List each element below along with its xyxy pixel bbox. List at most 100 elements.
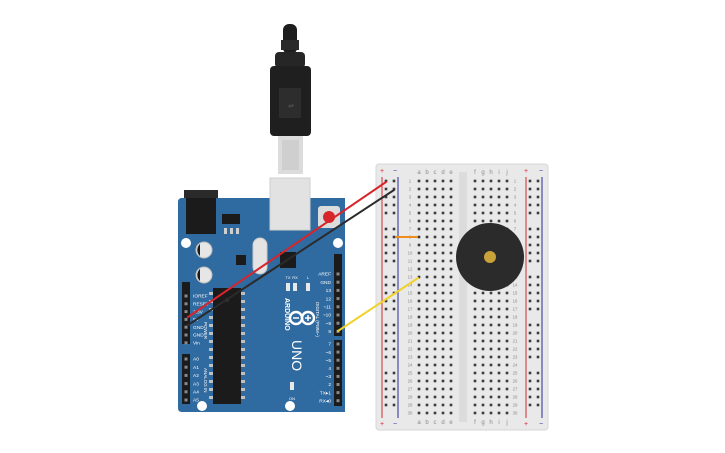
breadboard-hole[interactable] <box>433 371 437 375</box>
breadboard-hole[interactable] <box>425 355 429 359</box>
rail-hole[interactable] <box>384 379 388 383</box>
breadboard-hole[interactable] <box>497 299 501 303</box>
rail-hole[interactable] <box>528 371 532 375</box>
breadboard-hole[interactable] <box>449 299 453 303</box>
breadboard-hole[interactable] <box>473 371 477 375</box>
arduino-uno-board[interactable]: TX RX L ON ARDUINO UNO IOREFRESET3.3V5VG… <box>178 177 345 412</box>
breadboard-hole[interactable] <box>489 411 493 415</box>
breadboard-hole[interactable] <box>505 387 509 391</box>
rail-hole[interactable] <box>536 187 540 191</box>
breadboard-hole[interactable] <box>425 339 429 343</box>
rail-hole[interactable] <box>528 195 532 199</box>
breadboard-hole[interactable] <box>417 219 421 223</box>
rail-hole[interactable] <box>528 387 532 391</box>
breadboard-hole[interactable] <box>473 331 477 335</box>
breadboard-hole[interactable] <box>417 339 421 343</box>
rail-hole[interactable] <box>384 195 388 199</box>
breadboard-hole[interactable] <box>497 339 501 343</box>
rail-hole[interactable] <box>536 331 540 335</box>
rail-hole[interactable] <box>392 387 396 391</box>
breadboard-hole[interactable] <box>505 371 509 375</box>
breadboard-hole[interactable] <box>433 299 437 303</box>
breadboard-hole[interactable] <box>473 339 477 343</box>
breadboard-hole[interactable] <box>473 323 477 327</box>
rail-hole[interactable] <box>536 251 540 255</box>
rail-hole[interactable] <box>384 211 388 215</box>
breadboard-hole[interactable] <box>449 403 453 407</box>
breadboard-hole[interactable] <box>425 227 429 231</box>
breadboard-hole[interactable] <box>417 275 421 279</box>
breadboard-hole[interactable] <box>489 347 493 351</box>
breadboard-hole[interactable] <box>433 331 437 335</box>
breadboard-hole[interactable] <box>489 179 493 183</box>
header-pin[interactable] <box>184 294 188 298</box>
breadboard-hole[interactable] <box>489 219 493 223</box>
breadboard-hole[interactable] <box>425 323 429 327</box>
header-pin[interactable] <box>184 373 188 377</box>
breadboard-hole[interactable] <box>417 195 421 199</box>
digital-header-bottom[interactable] <box>334 340 342 406</box>
breadboard-hole[interactable] <box>417 299 421 303</box>
rail-hole[interactable] <box>536 371 540 375</box>
breadboard-hole[interactable] <box>505 179 509 183</box>
breadboard-hole[interactable] <box>417 251 421 255</box>
breadboard-hole[interactable] <box>433 411 437 415</box>
breadboard-hole[interactable] <box>441 307 445 311</box>
breadboard-hole[interactable] <box>505 331 509 335</box>
rail-hole[interactable] <box>528 227 532 231</box>
breadboard-hole[interactable] <box>425 299 429 303</box>
breadboard-hole[interactable] <box>497 355 501 359</box>
breadboard-hole[interactable] <box>489 195 493 199</box>
breadboard-hole[interactable] <box>481 299 485 303</box>
black-wire[interactable] <box>187 189 395 326</box>
breadboard-hole[interactable] <box>489 307 493 311</box>
breadboard-hole[interactable] <box>473 347 477 351</box>
breadboard-hole[interactable] <box>417 203 421 207</box>
rail-hole[interactable] <box>528 235 532 239</box>
breadboard-hole[interactable] <box>433 347 437 351</box>
breadboard-hole[interactable] <box>449 315 453 319</box>
breadboard-hole[interactable] <box>441 363 445 367</box>
breadboard-hole[interactable] <box>473 179 477 183</box>
breadboard-hole[interactable] <box>489 387 493 391</box>
breadboard-hole[interactable] <box>449 259 453 263</box>
breadboard-hole[interactable] <box>449 347 453 351</box>
header-pin[interactable] <box>336 350 340 354</box>
breadboard-hole[interactable] <box>425 195 429 199</box>
breadboard-hole[interactable] <box>417 291 421 295</box>
rail-hole[interactable] <box>536 347 540 351</box>
rail-hole[interactable] <box>536 323 540 327</box>
breadboard-hole[interactable] <box>481 387 485 391</box>
breadboard-hole[interactable] <box>449 251 453 255</box>
breadboard-hole[interactable] <box>441 187 445 191</box>
breadboard-hole[interactable] <box>441 331 445 335</box>
breadboard-hole[interactable] <box>449 371 453 375</box>
header-pin[interactable] <box>336 391 340 395</box>
breadboard-hole[interactable] <box>417 259 421 263</box>
breadboard-hole[interactable] <box>505 307 509 311</box>
breadboard-hole[interactable] <box>425 315 429 319</box>
rail-hole[interactable] <box>384 187 388 191</box>
header-pin[interactable] <box>184 398 188 402</box>
breadboard-hole[interactable] <box>481 403 485 407</box>
rail-hole[interactable] <box>384 299 388 303</box>
breadboard-hole[interactable] <box>449 203 453 207</box>
breadboard-hole[interactable] <box>417 187 421 191</box>
breadboard-hole[interactable] <box>425 235 429 239</box>
rail-hole[interactable] <box>392 259 396 263</box>
rail-hole[interactable] <box>528 339 532 343</box>
breadboard-hole[interactable] <box>473 187 477 191</box>
rail-hole[interactable] <box>528 187 532 191</box>
rail-hole[interactable] <box>384 251 388 255</box>
breadboard-hole[interactable] <box>433 291 437 295</box>
rail-hole[interactable] <box>384 323 388 327</box>
breadboard-hole[interactable] <box>417 387 421 391</box>
breadboard-hole[interactable] <box>481 411 485 415</box>
rail-hole[interactable] <box>528 355 532 359</box>
rail-hole[interactable] <box>392 235 396 239</box>
breadboard-hole[interactable] <box>489 379 493 383</box>
breadboard-hole[interactable] <box>417 243 421 247</box>
breadboard-hole[interactable] <box>505 411 509 415</box>
rail-hole[interactable] <box>384 179 388 183</box>
breadboard-hole[interactable] <box>489 315 493 319</box>
